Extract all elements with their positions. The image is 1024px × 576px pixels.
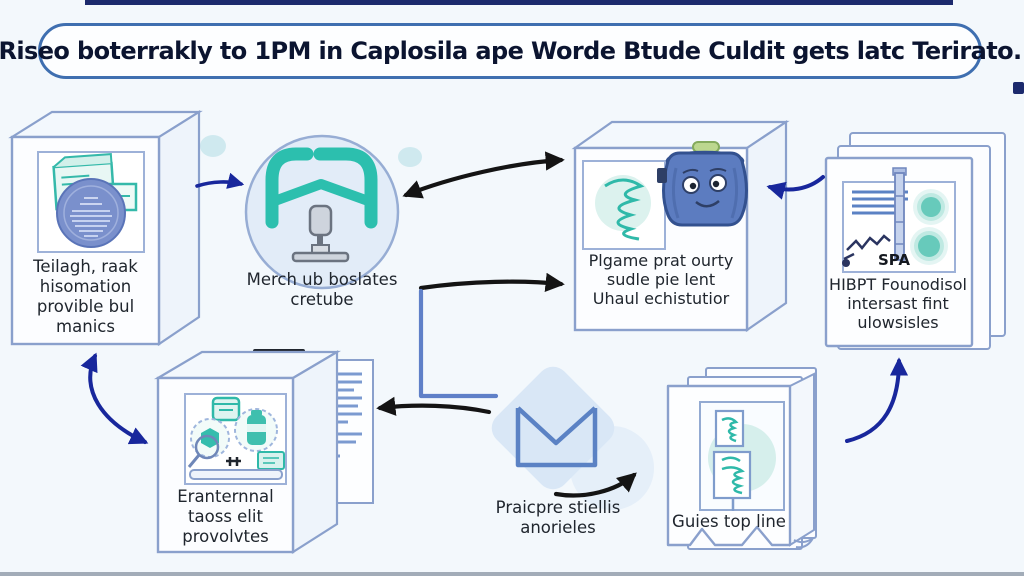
pole-chart-circles-icon	[842, 167, 949, 267]
arrow-diamond-to-eranternnal	[376, 396, 492, 416]
arrow-hub-to-plgame-lower	[418, 272, 565, 292]
arrow-guies-to-spa	[845, 357, 909, 443]
label-line: hisomation	[39, 277, 132, 296]
merch-hub-shape	[244, 134, 400, 290]
guies-box-shape	[666, 367, 817, 550]
label-line: taoss elit	[188, 507, 263, 526]
label-line: HIBPT Founodisol	[829, 275, 967, 294]
label-line: Guies top line	[672, 512, 786, 531]
tellagh-box-label: Teilagh, raak hisomation provible bul ma…	[12, 257, 159, 337]
spa-box-shape	[824, 132, 1006, 350]
spa-box-label: HIBPT Founodisol intersast fint ulowsisl…	[822, 275, 974, 332]
label-line: intersast fint	[847, 294, 949, 313]
praicpre-diamond-shape	[491, 366, 654, 510]
label-line: cretube	[290, 290, 354, 309]
teal-arch-stand-icon	[265, 147, 378, 263]
label-line: sudle pie lent	[606, 270, 716, 289]
stacked-cards-icon	[708, 409, 776, 511]
lab-desk-magnifier-icon	[187, 396, 285, 480]
label-line: manics	[56, 317, 115, 336]
guies-box-label: Guies top line	[664, 512, 794, 532]
label-line: provolvtes	[182, 527, 269, 546]
plgame-box-shape	[571, 119, 790, 333]
label-line: Eranternnal	[177, 487, 274, 506]
globe-over-documents-icon	[52, 153, 138, 248]
praicpre-diamond-label: Praicpre stiellis anorieles	[478, 498, 638, 538]
arrow-hub-plgame-bidirectional	[402, 151, 565, 199]
arrow-spa-to-plgame	[766, 175, 825, 200]
label-line: Uhaul echistutior	[592, 289, 730, 308]
spa-badge: SPA	[877, 251, 911, 269]
label-line: Teilagh, raak	[33, 257, 138, 276]
arrow-tellagh-eranternnal-bidirectional	[80, 352, 149, 445]
title-banner: Riseo boterrakly to 1PM in Caplosila ape…	[0, 23, 1022, 79]
arrow-tellagh-to-hub	[195, 172, 245, 189]
tellagh-box-shape	[8, 110, 203, 347]
merch-hub-label: Merch ub boslates cretube	[220, 270, 424, 310]
top-edge-strip	[85, 0, 953, 5]
eranternnal-box-shape	[153, 349, 374, 555]
spring-scribble-icon	[595, 175, 651, 241]
label-line: provible bul	[36, 297, 135, 316]
connector-elbow-to-diamond	[418, 288, 499, 399]
plgame-box-label: Plgame prat ourty sudle pie lent Uhaul e…	[577, 251, 745, 308]
envelope-m-icon	[515, 406, 598, 468]
label-line: Praicpre stiellis	[495, 498, 621, 517]
arrows	[80, 151, 909, 498]
label-line: Merch ub boslates	[246, 270, 398, 289]
label-line: ulowsisles	[857, 313, 939, 332]
title-text: Riseo boterrakly to 1PM in Caplosila ape…	[0, 37, 1022, 65]
eranternnal-box-label: Eranternnal taoss elit provolvtes	[158, 487, 293, 547]
label-line: anorieles	[520, 518, 596, 537]
arrow-diamond-to-guies	[553, 472, 637, 498]
label-line: Plgame prat ourty	[588, 251, 734, 270]
smiling-jar-icon	[657, 141, 748, 227]
right-edge-mark	[1013, 82, 1024, 94]
bottom-edge-strip	[0, 572, 1024, 576]
